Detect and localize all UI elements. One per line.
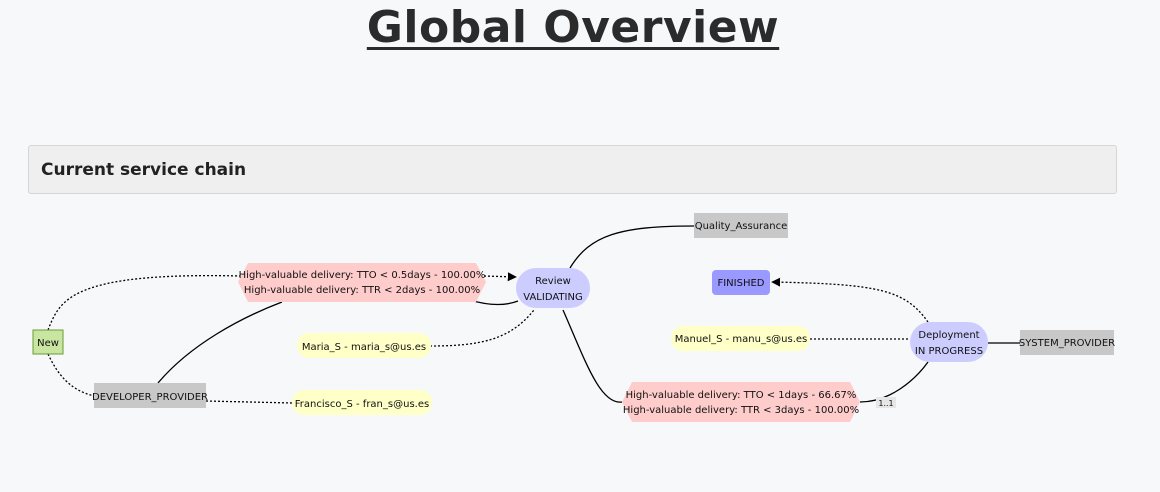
node-quality-assurance-label: Quality_Assurance: [695, 221, 788, 232]
node-review[interactable]: Review VALIDATING: [516, 268, 590, 308]
node-system-provider[interactable]: SYSTEM_PROVIDER: [1019, 330, 1115, 355]
edge-sla-review-to-review-solid: [469, 299, 519, 306]
node-person-maria-label: Maria_S - maria_s@us.es: [302, 342, 426, 353]
edge-developer-to-sla-review: [157, 301, 283, 384]
node-developer-provider[interactable]: DEVELOPER_PROVIDER: [92, 383, 208, 408]
edge-maria-to-review: [429, 309, 535, 347]
node-person-francisco-label: Francisco_S - fran_s@us.es: [295, 399, 429, 410]
section-header: Current service chain: [28, 145, 1117, 194]
node-person-manuel[interactable]: Manuel_S - manu_s@us.es: [671, 326, 810, 351]
node-sla-deployment-line1: High-valuable delivery: TTO < 1days - 66…: [626, 390, 857, 401]
edge-new-to-developer: [47, 353, 95, 397]
node-person-francisco[interactable]: Francisco_S - fran_s@us.es: [292, 390, 432, 415]
node-review-line1: Review: [535, 276, 571, 287]
node-new[interactable]: New: [32, 329, 64, 355]
node-sla-review[interactable]: High-valuable delivery: TTO < 0.5days - …: [238, 263, 486, 302]
node-finished[interactable]: FINISHED: [712, 270, 770, 295]
section-title: Current service chain: [41, 160, 247, 180]
multiplicity-label: 1..1: [876, 397, 896, 408]
node-deployment-line2: IN PROGRESS: [915, 346, 983, 357]
node-sla-review-line1: High-valuable delivery: TTO < 0.5days - …: [239, 270, 486, 281]
node-new-label: New: [37, 338, 59, 349]
edge-developer-to-francisco: [205, 400, 293, 404]
edge-sla-deployment-to-deployment: [859, 361, 929, 403]
node-finished-label: FINISHED: [717, 278, 764, 289]
node-developer-provider-label: DEVELOPER_PROVIDER: [92, 392, 208, 403]
node-review-line2: VALIDATING: [523, 292, 582, 303]
node-deployment[interactable]: Deployment IN PROGRESS: [910, 322, 988, 362]
multiplicity-label-text: 1..1: [878, 399, 893, 408]
node-sla-deployment-line2: High-valuable delivery: TTR < 3days - 10…: [623, 405, 859, 416]
node-person-maria[interactable]: Maria_S - maria_s@us.es: [297, 333, 431, 358]
node-deployment-line1: Deployment: [918, 330, 979, 341]
edge-deployment-to-finished: [771, 277, 929, 323]
node-sla-deployment[interactable]: High-valuable delivery: TTO < 1days - 66…: [622, 382, 860, 422]
node-person-manuel-label: Manuel_S - manu_s@us.es: [675, 334, 808, 345]
edge-sla-review-to-review: [483, 272, 517, 282]
edge-new-to-sla-review: [47, 274, 241, 331]
edges: [47, 225, 1020, 404]
edge-review-to-qa: [569, 225, 695, 269]
node-quality-assurance[interactable]: Quality_Assurance: [694, 213, 788, 238]
node-sla-review-line2: High-valuable delivery: TTR < 2days - 10…: [244, 285, 480, 296]
node-system-provider-label: SYSTEM_PROVIDER: [1019, 338, 1115, 349]
page-title: Global Overview: [366, 2, 780, 53]
edge-review-to-sla-deployment: [562, 309, 623, 403]
